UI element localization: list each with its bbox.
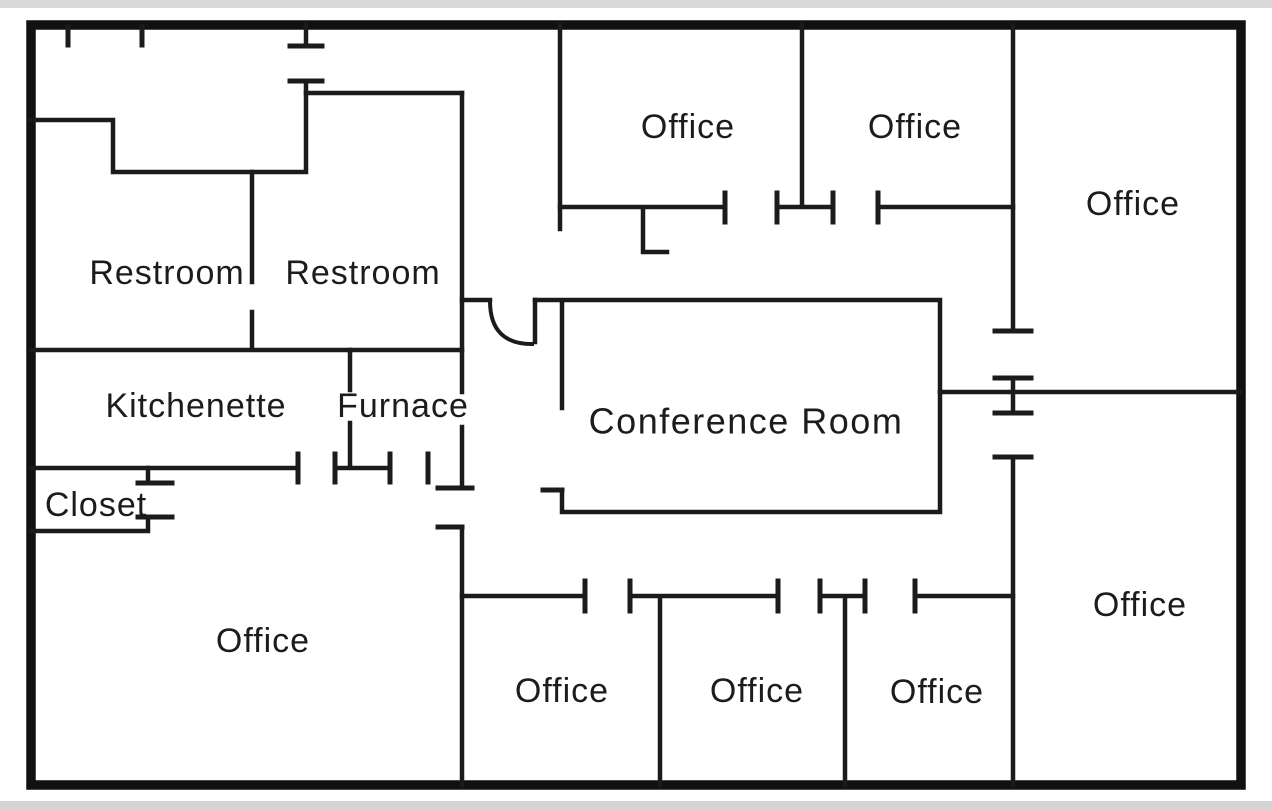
kitchenette-furnace-walls: [28, 347, 393, 471]
room-label-office-bottom-3: Office: [890, 673, 984, 711]
room-label-closet: Closet: [45, 486, 147, 524]
restroom-walls: [28, 90, 465, 353]
room-label-office-right-top: Office: [1086, 185, 1180, 223]
right-office-walls: [937, 22, 1243, 788]
room-label-office-bottom-2: Office: [710, 672, 804, 710]
right-office-door-jamb-icon: [992, 328, 1034, 460]
vestibule-walls: [28, 22, 309, 175]
room-label-furnace: Furnace: [337, 387, 469, 425]
conference-room-walls: [532, 297, 943, 515]
outer-wall: [26, 20, 1246, 790]
room-label-office-top-1: Office: [641, 108, 735, 146]
room-label-office-right-bottom: Office: [1093, 586, 1187, 624]
top-office-walls: [557, 22, 1016, 255]
hall-door-jambs: [459, 297, 538, 345]
closet-door-jamb-icon: [135, 480, 175, 520]
vestibule-door-jamb-icon: [287, 43, 325, 84]
window-tick-icon: [65, 24, 145, 48]
page-edge-bottom: [0, 801, 1272, 809]
top-office-door-jamb-icon: [722, 190, 881, 225]
room-labels: Restroom Restroom Kitchenette Furnace Cl…: [45, 108, 1187, 711]
door-arc-icon: [488, 300, 535, 347]
page-edge-top: [0, 0, 1272, 8]
room-label-office-bottom-left: Office: [216, 622, 310, 660]
room-label-office-bottom-1: Office: [515, 672, 609, 710]
corridor-door-jamb-icon: [435, 485, 475, 530]
room-label-kitchenette: Kitchenette: [105, 387, 286, 425]
bottom-office-door-jamb-icon: [582, 578, 918, 614]
room-label-restroom-left: Restroom: [89, 254, 244, 292]
bottom-office-walls: [459, 593, 1016, 788]
kitchenette-door-jamb-icon: [295, 451, 431, 485]
room-label-office-top-2: Office: [868, 108, 962, 146]
room-label-restroom-right: Restroom: [285, 254, 440, 292]
room-label-conference-room: Conference Room: [589, 401, 904, 442]
